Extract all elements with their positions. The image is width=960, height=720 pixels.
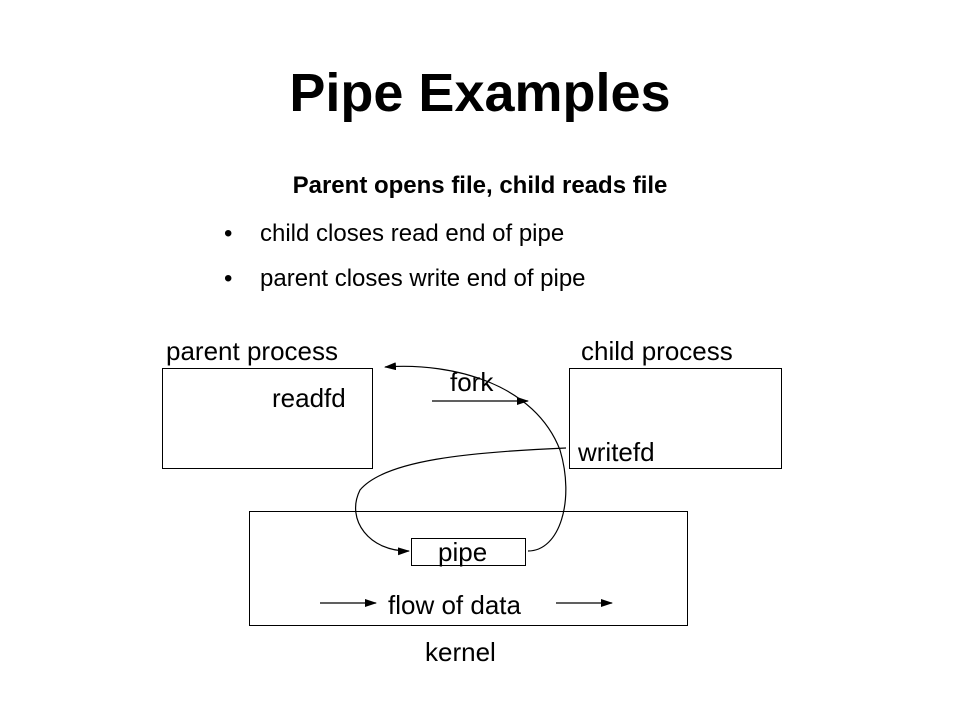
bullet-item: • parent closes write end of pipe [224, 265, 586, 293]
bullet-item: • child closes read end of pipe [224, 220, 564, 248]
flow-of-data-label: flow of data [388, 590, 521, 620]
child-process-box [569, 368, 782, 469]
kernel-label: kernel [425, 637, 496, 667]
parent-process-label: parent process [166, 336, 338, 366]
bullet-icon: • [224, 265, 233, 292]
kernel-box [249, 511, 688, 626]
writefd-to-pipe-curve [355, 447, 567, 556]
slide-title: Pipe Examples [289, 63, 671, 123]
pipe-box [411, 538, 526, 566]
bullet-icon: • [224, 220, 233, 247]
pipe-label: pipe [438, 537, 488, 567]
bullet-text: parent closes write end of pipe [260, 265, 586, 292]
parent-process-box [162, 368, 373, 469]
pipe-to-readfd-curve [384, 362, 567, 552]
writefd-label: writefd [578, 437, 655, 467]
bullet-text: child closes read end of pipe [260, 220, 565, 247]
child-process-label: child process [581, 336, 733, 366]
slide-subtitle: Parent opens file, child reads file [292, 172, 668, 199]
readfd-label: readfd [272, 383, 346, 413]
